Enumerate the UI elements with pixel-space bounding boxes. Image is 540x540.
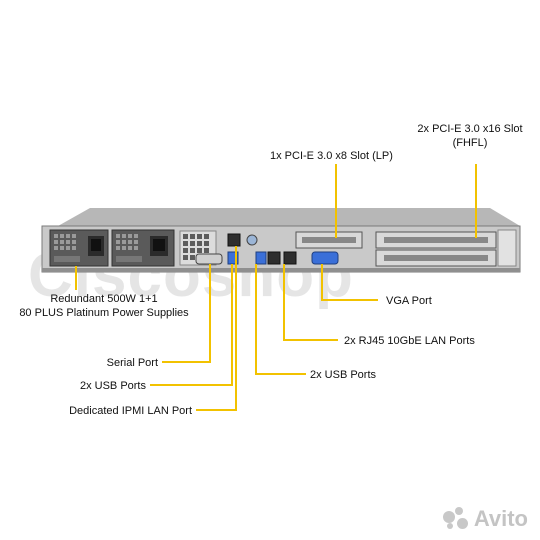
label-psu: Redundant 500W 1+1 80 PLUS Platinum Powe… [19,293,189,319]
lan-10gbe-port-1 [267,251,281,265]
leader-usb-right [255,264,306,375]
label-pcie-x8: 1x PCI-E 3.0 x8 Slot (LP) [270,150,393,162]
label-ipmi: Dedicated IPMI LAN Port [69,405,192,417]
label-serial: Serial Port [106,357,158,369]
chassis-top [58,208,520,226]
leader-usb-left [150,264,233,386]
psu-1 [49,229,109,267]
psu-2 [111,229,175,267]
leader-lines [75,164,477,411]
leader-lan-10gbe [283,264,338,341]
avito-logo-icon [442,507,469,531]
leader-vga [321,264,378,301]
ipmi-lan-port [227,233,241,247]
avito-watermark: Avito [442,506,528,532]
label-usb-left: 2x USB Ports [79,380,146,392]
uid-button [246,234,258,246]
label-lan-10gbe: 2x RJ45 10GbE LAN Ports [344,335,475,347]
leader-ipmi [196,246,237,411]
label-vga: VGA Port [386,295,432,307]
usb-ports-right [255,251,267,265]
avito-wordmark: Avito [473,506,528,531]
vga-port [311,251,339,265]
label-pcie-x16: 2x PCI-E 3.0 x16 Slot (FHFL) [417,123,523,149]
leader-serial [162,264,211,363]
lan-10gbe-port-2 [283,251,297,265]
serial-port [195,253,223,265]
label-usb-right: 2x USB Ports [310,369,377,381]
